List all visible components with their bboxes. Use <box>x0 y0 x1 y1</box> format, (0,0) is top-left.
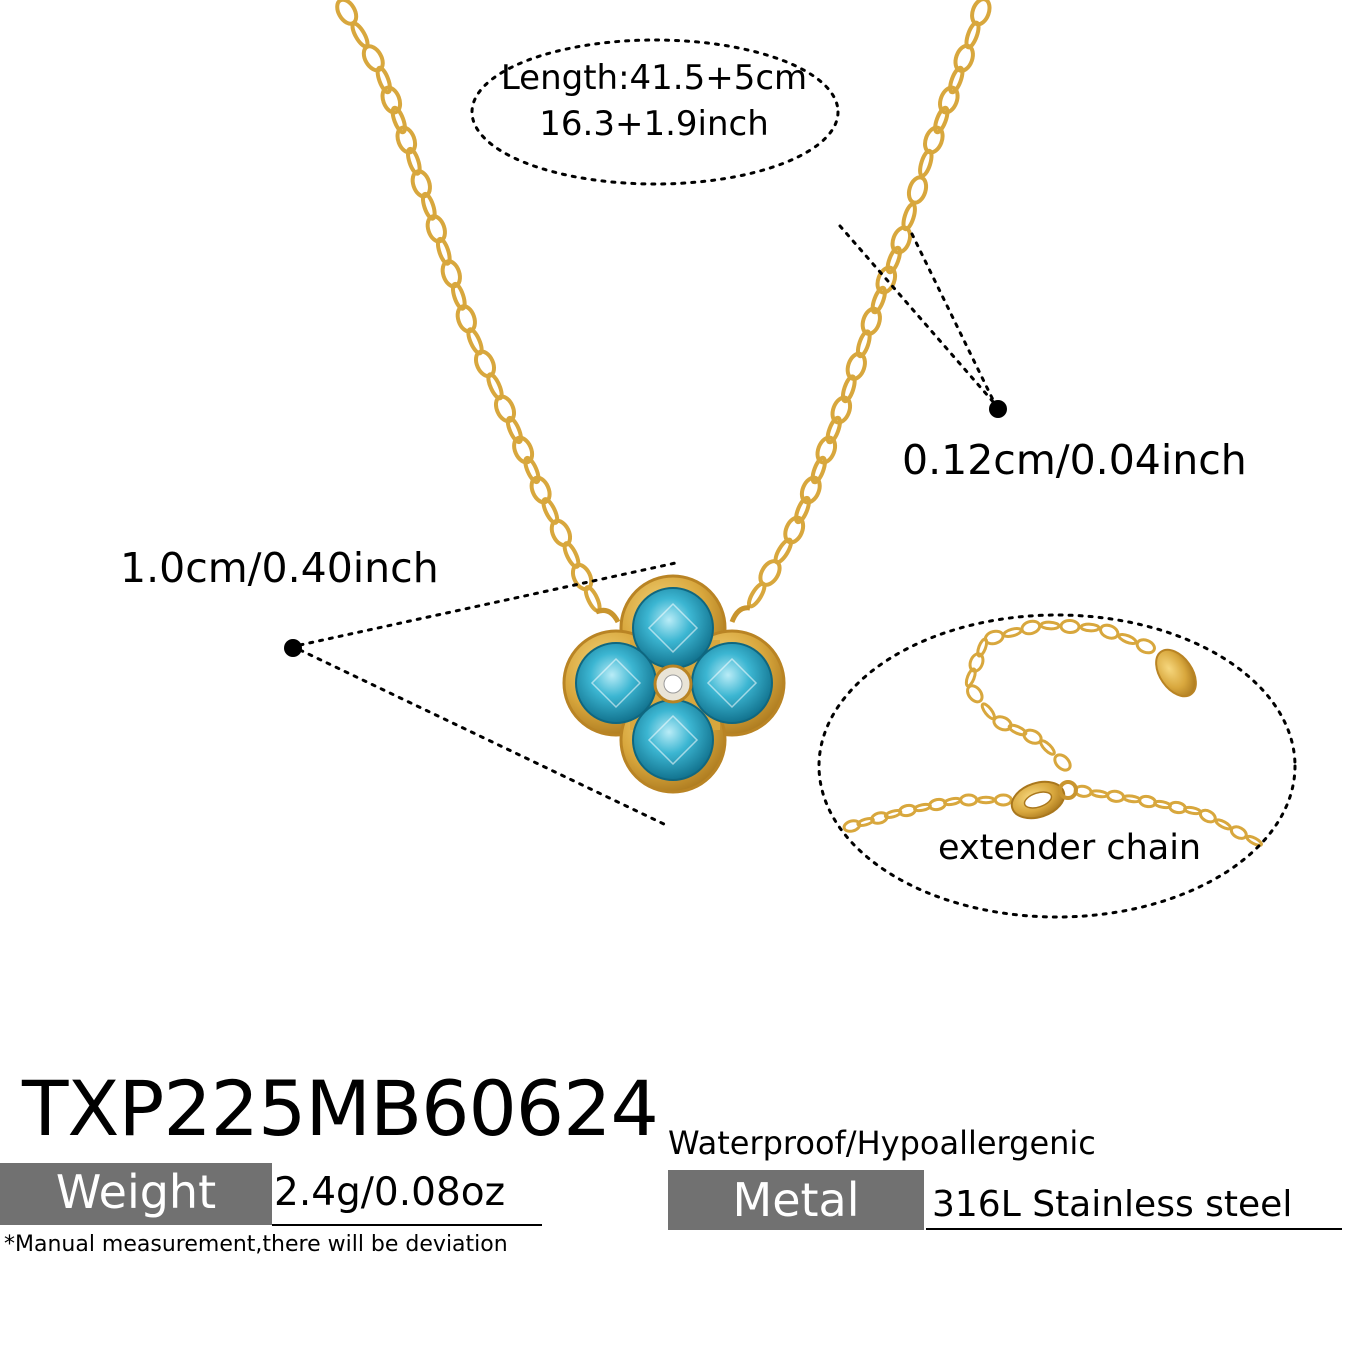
chain-link <box>830 395 853 425</box>
weight-label: Weight <box>0 1163 272 1225</box>
chain-link <box>493 394 517 424</box>
chain-link <box>512 435 535 465</box>
chain-link <box>799 475 822 505</box>
chain-link <box>1117 632 1138 646</box>
chain-link <box>964 667 977 688</box>
pendant-pointer-lower <box>298 648 670 828</box>
chain-link <box>1007 723 1028 737</box>
chain-link <box>870 285 887 315</box>
chain-link <box>840 374 857 404</box>
chain-link <box>825 415 842 445</box>
chain-link <box>855 329 872 359</box>
chain-link <box>440 259 462 289</box>
pendant-pointer-upper <box>298 560 682 647</box>
chain-link <box>810 455 827 485</box>
chain-link <box>1135 638 1156 655</box>
chain-link <box>375 65 392 95</box>
chain-link <box>1229 825 1248 840</box>
chain-link <box>938 85 960 115</box>
chain-link <box>1020 619 1042 636</box>
pendant-bail-left <box>595 607 621 624</box>
chain-link <box>390 105 407 135</box>
chain-link <box>1079 622 1101 633</box>
chain-width-dot <box>989 400 1007 418</box>
length-callout-ellipse <box>470 38 840 186</box>
chain-link <box>1214 818 1232 831</box>
chain-link <box>923 125 945 155</box>
chain-link <box>953 43 975 73</box>
chain-width-pointer-upper <box>838 224 997 406</box>
extender-chain-illustration <box>842 618 1263 847</box>
chain-link <box>425 214 447 244</box>
chain-link <box>395 125 418 155</box>
weight-value: 2.4g/0.08oz <box>274 1170 506 1215</box>
chain-link <box>450 281 467 311</box>
chain-link <box>523 455 541 485</box>
chain-link <box>1089 789 1109 799</box>
pendant-size-label: 1.0cm/0.40inch <box>120 544 439 592</box>
chain-link <box>1002 627 1023 638</box>
chain-link <box>1245 834 1263 847</box>
chain-link <box>968 652 985 673</box>
measurement-note: *Manual measurement,there will be deviat… <box>4 1232 508 1257</box>
pendant-bail-right <box>729 605 751 623</box>
chain-link <box>1183 805 1202 816</box>
chain-link <box>980 702 996 721</box>
chain-link <box>380 85 403 115</box>
chain-link <box>933 105 950 135</box>
oval-tag-icon <box>1155 648 1197 698</box>
length-inch: 16.3+1.9inch <box>539 104 769 144</box>
chain-link <box>885 245 902 275</box>
extender-chain-label: extender chain <box>938 828 1202 868</box>
chain-link <box>1122 794 1142 804</box>
chain-link <box>993 793 1013 807</box>
chain-link <box>505 415 523 445</box>
lobster-clasp-icon <box>1010 780 1078 820</box>
chain-left <box>335 0 602 613</box>
length-cm: Length:41.5+5cm <box>500 58 808 98</box>
product-sku: TXP225MB60624 <box>22 1064 659 1153</box>
chain-link <box>405 146 422 176</box>
chain-link <box>983 629 1005 646</box>
chain-link <box>976 795 996 805</box>
pendant-size-dot <box>284 639 302 657</box>
metal-underline <box>926 1228 1342 1230</box>
chain-link <box>746 581 767 609</box>
chain-link <box>1106 789 1126 803</box>
chain-link <box>815 435 838 465</box>
feature-text: Waterproof/Hypoallergenic <box>668 1124 1096 1162</box>
chain-link <box>918 148 934 178</box>
chain-link <box>435 236 452 266</box>
chain-link <box>1039 620 1061 631</box>
chain-link <box>959 793 979 807</box>
chain-link <box>860 306 882 336</box>
chain-link <box>420 191 437 221</box>
chain-right <box>746 0 992 609</box>
metal-label: Metal <box>668 1170 924 1230</box>
weight-underline <box>272 1224 542 1226</box>
metal-value: 316L Stainless steel <box>932 1184 1293 1225</box>
chain-link <box>1059 618 1081 635</box>
chain-link <box>906 175 929 205</box>
chain-link <box>1198 808 1217 824</box>
chain-link <box>455 304 477 334</box>
extender-callout-ellipse <box>817 613 1297 919</box>
chain-link <box>890 225 913 255</box>
chain-link <box>1053 753 1072 772</box>
chain-width-label: 0.12cm/0.04inch <box>902 436 1247 484</box>
chain-link <box>948 65 965 95</box>
chain-link <box>875 265 898 295</box>
chain-link <box>529 475 552 505</box>
chain-link <box>845 351 867 381</box>
chain-link <box>410 169 432 199</box>
chain-link <box>856 817 875 827</box>
clover-pendant-icon <box>562 574 786 794</box>
chain-link <box>794 495 811 525</box>
chain-link <box>943 796 962 807</box>
chain-link <box>1022 728 1043 745</box>
chain-link <box>1099 623 1120 640</box>
chain-width-pointer-lower <box>910 232 997 406</box>
chain-link <box>350 21 370 49</box>
